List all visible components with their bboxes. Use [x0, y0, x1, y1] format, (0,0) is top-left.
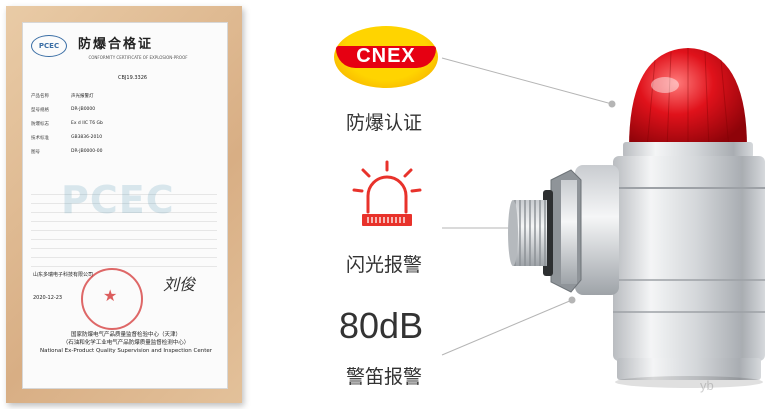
certificate-sheet: PCEC 防爆合格证 CONFORMITY CERTIFICATE OF EXP… [22, 22, 228, 389]
certificate-number: CBJ19.3326 [118, 75, 148, 81]
cnex-logo-band [336, 46, 436, 68]
alarm-lamp-product [508, 48, 765, 388]
cnex-logo: CNEX [334, 26, 438, 88]
certificate-footer: 国家防爆电气产品质量监督检验中心（天津） （石油和化学工业电气产品防爆质量监督检… [39, 332, 213, 354]
certificate-date: 2020-12-23 [33, 295, 63, 301]
corner-watermark: yb [700, 378, 714, 393]
certificate-text-lines [31, 188, 217, 269]
certificate-watermark: PCEC [61, 178, 175, 222]
certificate-subtitle: CONFORMITY CERTIFICATE OF EXPLOSION-PROO… [88, 55, 188, 60]
pcec-logo: PCEC [31, 35, 67, 57]
siren-alarm-label: 警笛报警 [346, 366, 423, 388]
certificate-company: 山东多瑞电子科技有限公司 [33, 272, 94, 278]
flash-alarm-label: 闪光报警 [346, 254, 423, 276]
red-seal-stamp [81, 268, 143, 330]
certificate-frame: PCEC 防爆合格证 CONFORMITY CERTIFICATE OF EXP… [6, 6, 242, 403]
cnex-logo-text: CNEX [356, 45, 416, 67]
explosion-proof-label: 防爆认证 [346, 112, 423, 134]
cert-row: 产品名称声光报警灯 [31, 94, 94, 99]
flashing-alarm-icon [352, 160, 422, 226]
signature: 刘俊 [163, 275, 196, 294]
certificate-title: 防爆合格证 [78, 37, 154, 52]
decibel-value: 80dB [339, 305, 424, 346]
